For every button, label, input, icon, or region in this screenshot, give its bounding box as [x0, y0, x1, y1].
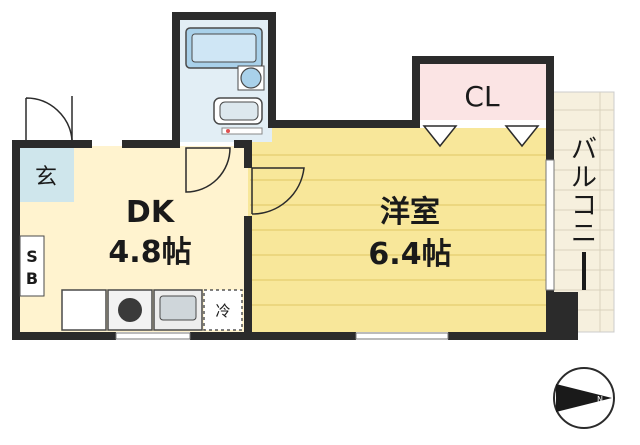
kitchen-fixtures — [61, 289, 243, 331]
western-room-size: 6.4帖 — [368, 237, 451, 272]
western-room-name: 洋室 — [380, 195, 440, 230]
closet-label: CL — [464, 80, 500, 113]
compass-n-label: N — [597, 395, 603, 404]
dk-name: DK — [126, 195, 176, 230]
dk-size: 4.8帖 — [108, 235, 191, 270]
closet-doors — [422, 125, 540, 148]
walls — [12, 12, 578, 340]
entrance-label: 玄 — [35, 165, 57, 190]
shoe-box-label-s: S — [26, 247, 38, 266]
shoe-box — [19, 235, 45, 297]
balcony-label: バ ル コ ニ — [571, 135, 597, 290]
compass: N — [553, 367, 615, 429]
door-swings — [25, 96, 305, 215]
floor-lines — [250, 154, 546, 306]
closet-floor — [418, 62, 546, 120]
fridge-label: 冷 — [215, 302, 230, 320]
entrance-floor — [18, 146, 74, 202]
svg-text:コ: コ — [571, 191, 597, 221]
windows — [115, 159, 555, 340]
bath-fixtures — [185, 27, 265, 135]
svg-text:ル: ル — [571, 163, 597, 193]
svg-text:バ: バ — [571, 135, 597, 165]
svg-text:ニ: ニ — [571, 219, 597, 249]
shoe-box-label-b: B — [26, 269, 38, 288]
